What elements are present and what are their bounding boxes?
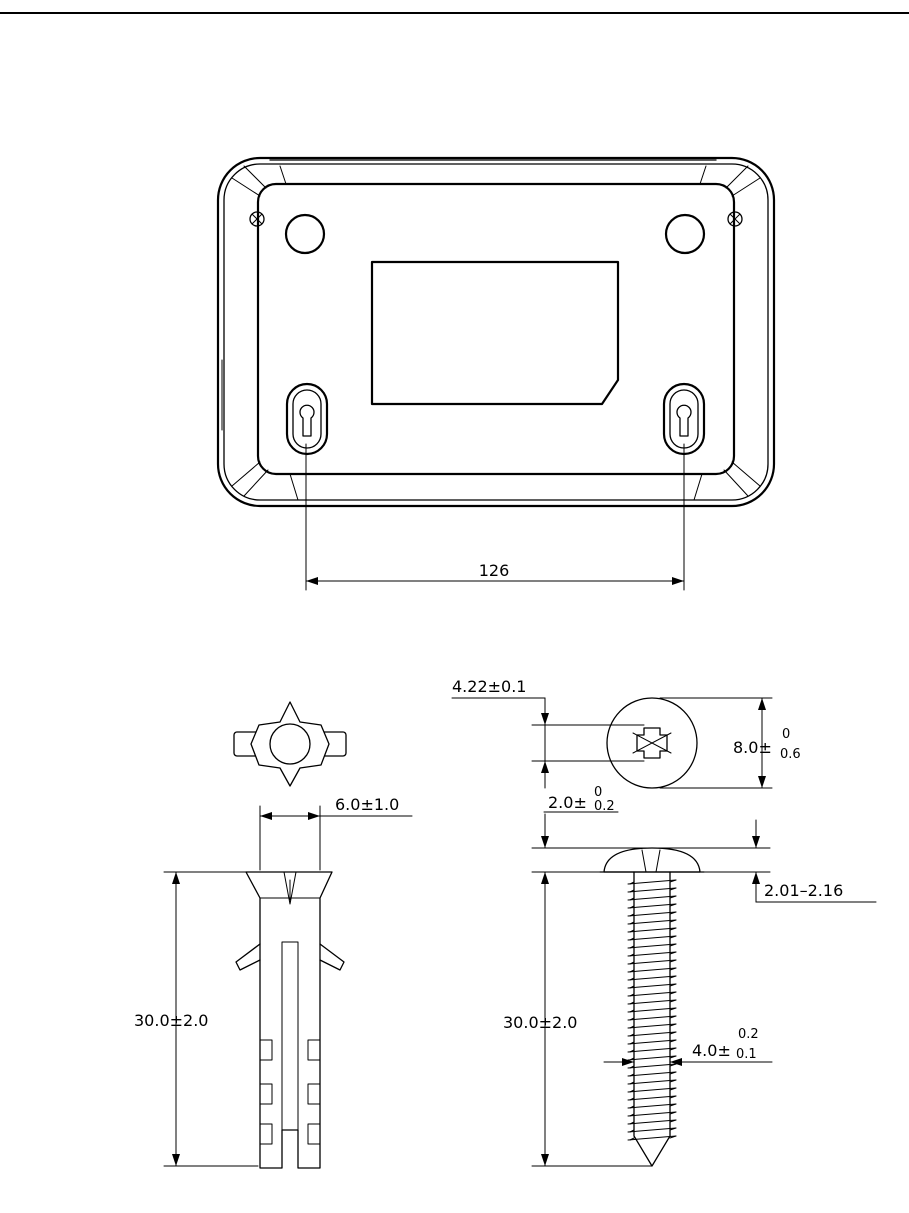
label-area [372,262,618,404]
thread-line [628,1096,676,1100]
mount-spacing-label: 126 [479,561,510,580]
thread-line [628,912,676,916]
thread-line [628,952,676,956]
keyhole-slot-left [287,384,327,454]
wall-anchor: 6.0±1.0 30.0±2.0 [134,702,412,1168]
screw-head-range-dimension: 2.01–2.16 [704,820,876,902]
thread-dia-lower: 0.1 [736,1047,757,1062]
screw-head-diameter-dimension: 8.0± 0 0.6 [660,698,801,788]
anchor-width-dimension: 6.0±1.0 [260,795,412,870]
screw-head-top-view [607,698,697,788]
thread-line [628,984,676,988]
anchor-width-label: 6.0±1.0 [335,795,399,814]
thread-line [628,896,676,900]
thread-line [628,1040,676,1044]
thread-line [628,928,676,932]
thread-line [628,1024,676,1028]
thread-dia-label: 4.0± [692,1041,731,1060]
thread-line [628,1064,676,1068]
rubber-foot-left [286,215,324,253]
thread-line [628,1072,676,1076]
thread-line [628,1016,676,1020]
head-dia-lower: 0.6 [780,747,801,762]
anchor-end-view [234,702,346,786]
screw-side-view [600,848,704,1166]
anchor-length-dimension: 30.0±2.0 [134,872,258,1166]
router-bottom-view: 126 [218,158,774,590]
head-dia-upper: 0 [782,727,790,742]
thread-line [628,920,676,924]
thread-line [628,1104,676,1108]
thread-line [628,992,676,996]
screw: 4.22±0.1 8.0± 0 0.6 2.0 [452,677,876,1166]
anchor-side-view [236,872,344,1168]
head-dia-label: 8.0± [733,738,772,757]
thread-line [628,1056,676,1060]
thread-line [628,1120,676,1124]
dimension-126: 126 [306,444,684,590]
thread-dia-upper: 0.2 [738,1027,759,1042]
head-height-upper: 0 [594,785,602,800]
head-range-label: 2.01–2.16 [764,881,843,900]
router-inner-panel [258,184,734,474]
thread-line [628,880,676,884]
head-height-label: 2.0± [548,793,587,812]
anchor-length-label: 30.0±2.0 [134,1011,208,1030]
thread-line [628,1128,676,1132]
screw-thread [628,880,676,1140]
thread-line [628,944,676,948]
rubber-foot-right [666,215,704,253]
thread-line [628,1032,676,1036]
thread-line [628,1008,676,1012]
thread-line [628,1048,676,1052]
thread-line [628,1080,676,1084]
thread-line [628,904,676,908]
thread-line [628,936,676,940]
thread-line [628,1112,676,1116]
slot-width-label: 4.22±0.1 [452,677,526,696]
thread-line [628,1000,676,1004]
screw-head-height-dimension: 2.0± 0 0.2 [532,785,770,884]
screw-length-label: 30.0±2.0 [503,1013,577,1032]
thread-line [628,968,676,972]
thread-line [628,960,676,964]
thread-line [628,1088,676,1092]
thread-line [628,888,676,892]
screw-slot-dimension: 4.22±0.1 [452,677,644,788]
thread-line [628,976,676,980]
